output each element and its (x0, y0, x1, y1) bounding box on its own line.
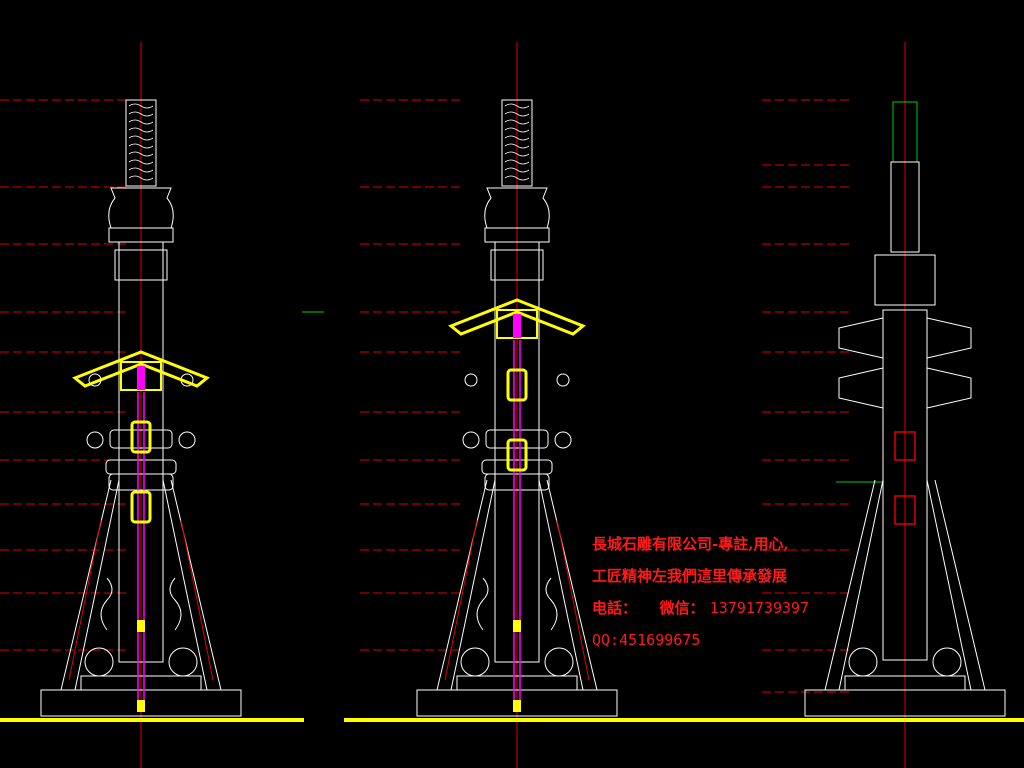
base-scroll (545, 577, 558, 631)
inner-box (894, 495, 916, 525)
scroll-ornament (464, 373, 478, 387)
carved-finial (501, 99, 533, 187)
cloud-pattern (128, 119, 154, 125)
annotation-phone-label: 电話： (592, 599, 638, 617)
cloud-pattern (504, 151, 530, 157)
pedestal-step (80, 675, 202, 691)
side-wing (838, 367, 972, 409)
cloud-pattern (504, 103, 530, 109)
base-scroll (169, 577, 182, 631)
cloud-pattern (504, 167, 530, 173)
roof-plaque (137, 366, 145, 390)
lamp-box (506, 438, 528, 472)
annotation-line-3: 电話： 微信： 13791739397 (592, 592, 809, 624)
rod-marker (513, 700, 521, 712)
scroll-ornament (556, 373, 570, 387)
pillar-elevations (40, 42, 1006, 768)
roof-canopy (448, 298, 586, 336)
cloud-pattern (504, 111, 530, 117)
lamp-box (506, 368, 528, 402)
capital-block (874, 254, 936, 306)
roof-plaque (513, 314, 521, 338)
cloud-pattern (128, 151, 154, 157)
cloud-pattern (128, 159, 154, 165)
scroll-ornament (86, 431, 104, 449)
lamp-box (130, 420, 152, 454)
annotation-phone-number: 13791739397 (709, 599, 810, 617)
pillar-elevation-left (40, 42, 242, 768)
roof-canopy (72, 350, 210, 388)
cloud-pattern (128, 143, 154, 149)
annotation-line-1: 長城石雕有限公司-專註,用心, (592, 535, 789, 553)
support-legs (824, 479, 986, 691)
pillar-shaft (882, 309, 928, 661)
dimension-lines (0, 99, 884, 693)
capital-drum (490, 249, 544, 281)
collar-ring (485, 429, 549, 449)
cloud-pattern (128, 103, 154, 109)
cloud-pattern (504, 175, 530, 181)
pillar-elevation-right (804, 42, 1006, 768)
pillar-shaft (494, 241, 540, 663)
cloud-pattern (504, 143, 530, 149)
annotation-line-4: QQ:451699675 (592, 631, 701, 649)
carved-finial (890, 161, 920, 253)
side-wing (838, 317, 972, 359)
annotation-wechat-label: 微信： (659, 599, 705, 617)
support-legs (436, 479, 598, 691)
rod-marker (513, 620, 521, 632)
leg-guide (68, 519, 214, 681)
rod-marker (137, 700, 145, 712)
capital-drum (114, 249, 168, 281)
pillar-elevation-middle (416, 42, 618, 768)
pillar-shaft (118, 241, 164, 663)
scroll-ornament (178, 431, 196, 449)
cloud-pattern (504, 135, 530, 141)
cloud-pattern (128, 167, 154, 173)
base-scroll (100, 577, 113, 631)
cloud-pattern (128, 111, 154, 117)
cloud-pattern (504, 159, 530, 165)
leg-guide (444, 519, 590, 681)
carved-finial (125, 99, 157, 187)
cloud-pattern (128, 127, 154, 133)
lamp-box (130, 490, 152, 524)
inner-box (894, 431, 916, 461)
cloud-pattern (504, 119, 530, 125)
company-annotation: 長城石雕有限公司-專註,用心, 工匠精神左我們這里傳承發展 电話： 微信： 13… (592, 528, 809, 656)
cloud-pattern (128, 175, 154, 181)
pedestal-step (844, 675, 966, 691)
collar-ring (109, 429, 173, 449)
annotation-line-2: 工匠精神左我們這里傳承發展 (592, 567, 788, 585)
base-scroll (476, 577, 489, 631)
collar-ring (484, 473, 550, 491)
pedestal-step (456, 675, 578, 691)
collar-ring (108, 473, 174, 491)
rod-marker (137, 620, 145, 632)
scroll-ornament (462, 431, 480, 449)
scroll-ornament (554, 431, 572, 449)
cloud-pattern (128, 135, 154, 141)
support-legs (60, 479, 222, 691)
cloud-pattern (504, 127, 530, 133)
